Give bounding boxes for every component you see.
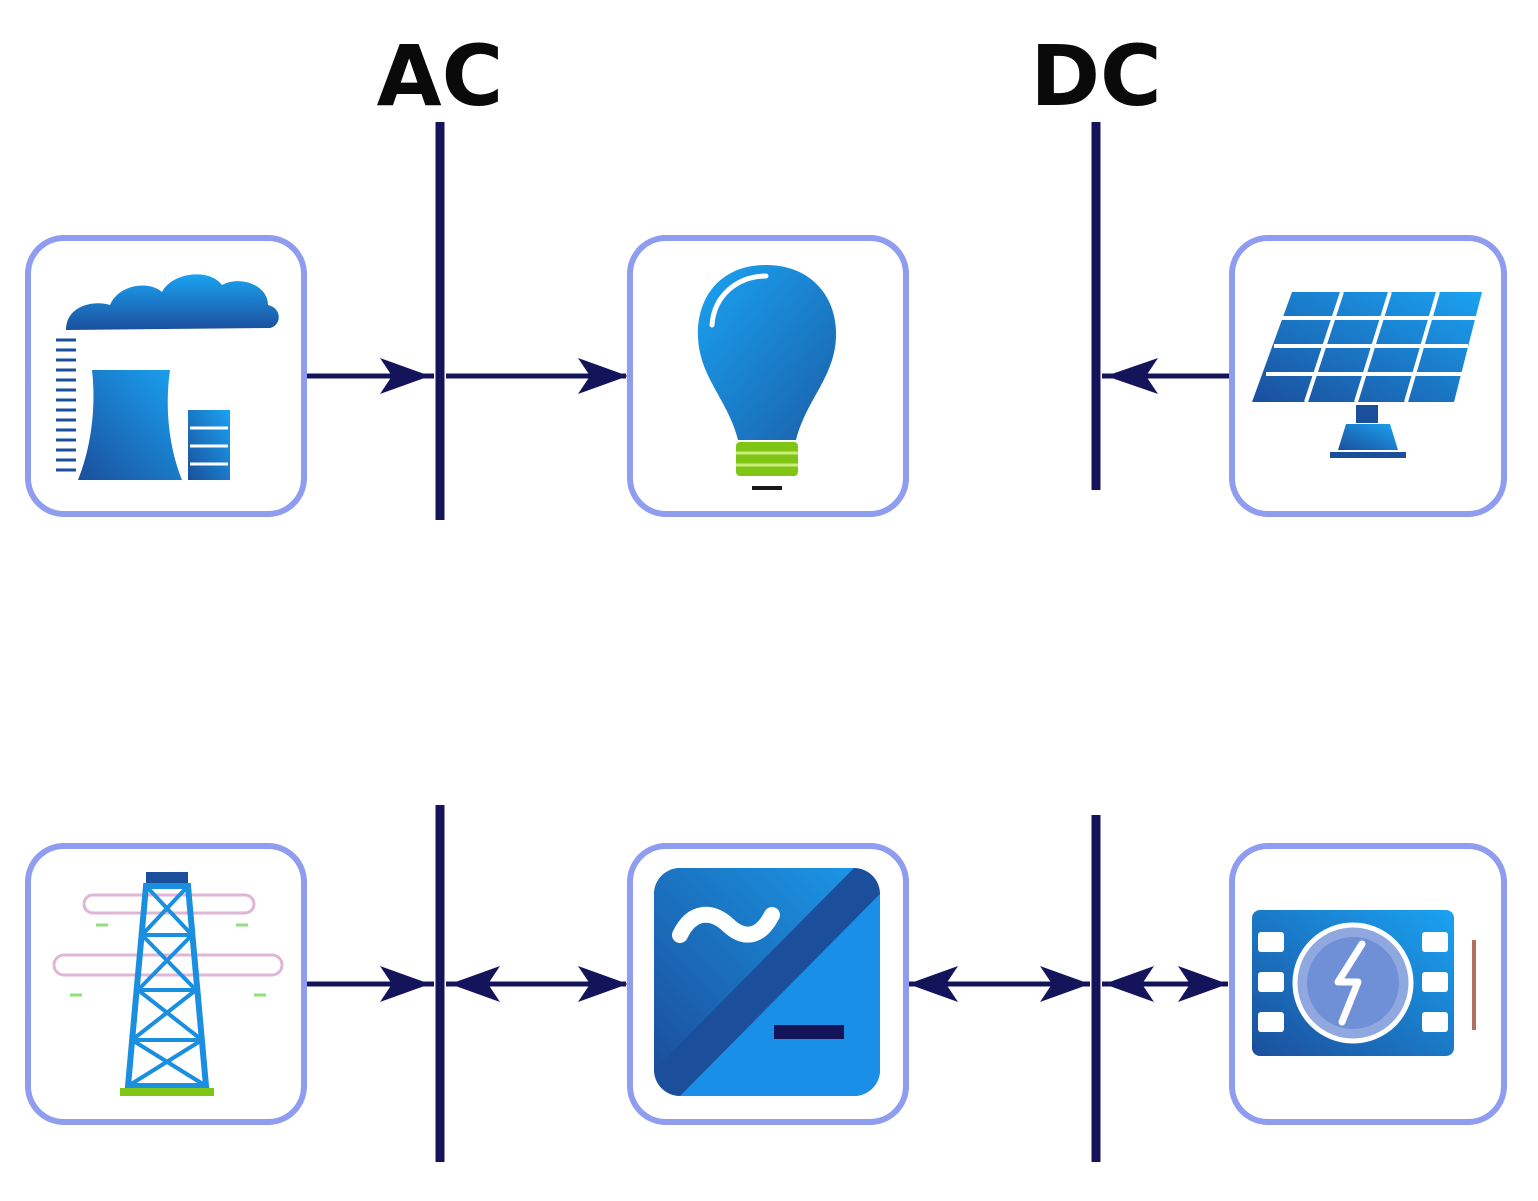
converter-box <box>627 843 909 1125</box>
ac-to-load-connector <box>446 358 628 394</box>
battery-storage-icon <box>1252 910 1476 1056</box>
power-plant-box <box>25 235 307 517</box>
solar-pv-box <box>1229 235 1507 517</box>
light-bulb-icon <box>697 265 837 490</box>
ac-converter-bidirectional-connector <box>446 966 628 1002</box>
dc-battery-bidirectional-connector <box>1102 966 1228 1002</box>
load-box <box>627 235 909 517</box>
battery-box <box>1229 843 1507 1125</box>
dc-bus-label: DC <box>1030 27 1161 125</box>
ac-dc-converter-icon <box>654 868 880 1096</box>
solar-panel-icon <box>1252 291 1482 458</box>
ac-bus-label: AC <box>377 27 504 125</box>
power-plant-icon <box>56 274 279 480</box>
solar-to-dc-connector <box>1102 358 1232 394</box>
plant-to-ac-connector <box>305 358 434 394</box>
transmission-tower-icon <box>52 872 284 1096</box>
grid-to-ac-connector <box>305 966 434 1002</box>
converter-dc-bidirectional-connector <box>906 966 1090 1002</box>
grid-box <box>25 843 307 1125</box>
